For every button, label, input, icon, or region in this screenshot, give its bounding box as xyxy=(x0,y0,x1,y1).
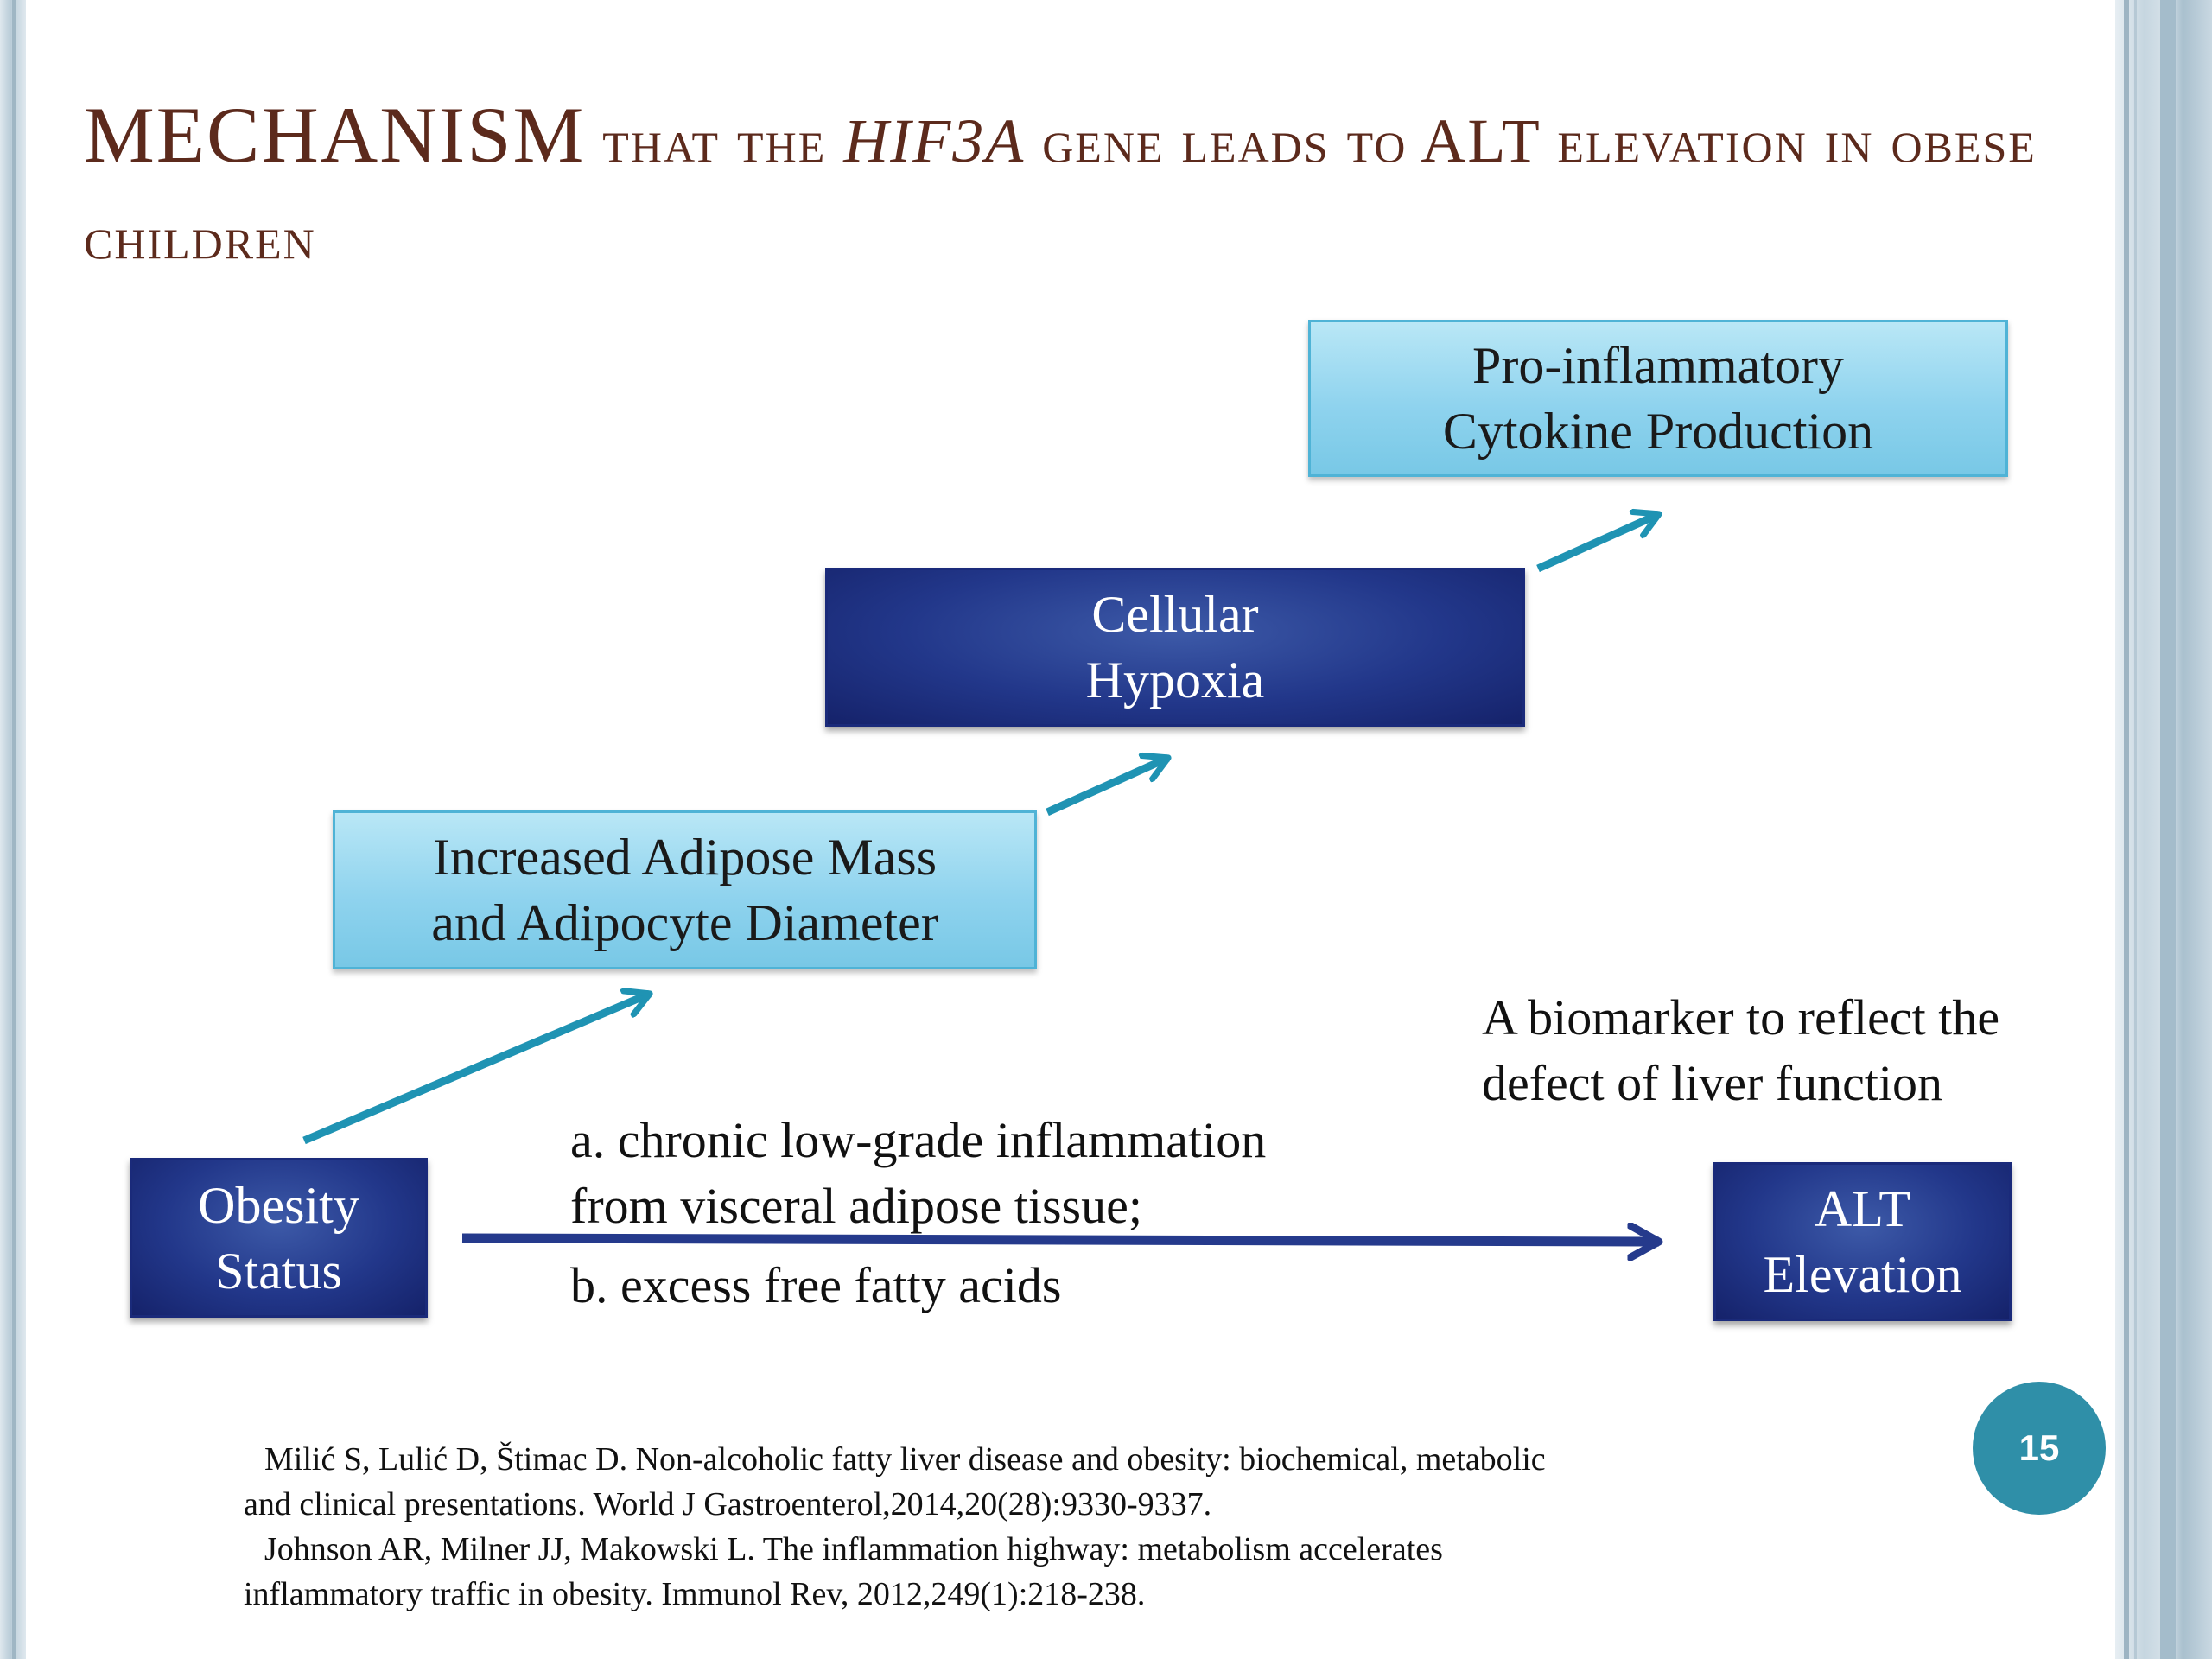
arrow-obesity-to-adipose xyxy=(302,994,650,1145)
title-part-2: that the xyxy=(585,106,844,175)
node-cytokine-label: Pro-inflammatory Cytokine Production xyxy=(1442,337,1874,460)
reference-1-line-2: and clinical presentations. World J Gast… xyxy=(244,1486,1212,1522)
right-frame-border xyxy=(2115,0,2212,1659)
biomarker-line-1: A biomarker to reflect the xyxy=(1482,989,2000,1046)
title-gene: HIF3A xyxy=(843,106,1026,175)
page-number-badge: 15 xyxy=(1973,1382,2106,1515)
slide-title: MECHANISM that the HIF3A gene leads to A… xyxy=(84,86,2071,286)
arrow-hypoxia-to-cytokine xyxy=(1536,514,1659,573)
pathway-b-line: b. excess free fatty acids xyxy=(570,1257,1062,1313)
page-number: 15 xyxy=(2018,1427,2060,1468)
pathway-a-note: a. chronic low-grade inflammation from v… xyxy=(570,1108,1266,1239)
title-part-1: MECHANISM xyxy=(84,91,586,179)
node-adipose-label: Increased Adipose Mass and Adipocyte Dia… xyxy=(431,829,938,951)
reference-2-line-2: inflammatory traffic in obesity. Immunol… xyxy=(244,1576,1146,1612)
reference-1-line-1: Milić S, Lulić D, Štimac D. Non-alcoholi… xyxy=(264,1441,1546,1478)
node-hypoxia-label: Cellular Hypoxia xyxy=(1085,586,1265,709)
left-frame-border xyxy=(0,0,26,1659)
node-alt-label: ALT Elevation xyxy=(1763,1180,1962,1303)
node-increased-adipose: Increased Adipose Mass and Adipocyte Dia… xyxy=(333,810,1037,969)
pathway-b-note: b. excess free fatty acids xyxy=(570,1253,1061,1319)
node-cytokine-production: Pro-inflammatory Cytokine Production xyxy=(1308,320,2008,477)
node-cellular-hypoxia: Cellular Hypoxia xyxy=(825,568,1525,727)
pathway-a-line-1: a. chronic low-grade inflammation xyxy=(570,1112,1267,1168)
node-alt-elevation: ALT Elevation xyxy=(1713,1162,2012,1321)
pathway-a-line-2: from visceral adipose tissue; xyxy=(570,1178,1142,1234)
title-part-3: gene leads to ALT elevation in obese chi… xyxy=(84,106,2037,272)
node-obesity-status: Obesity Status xyxy=(130,1158,428,1318)
biomarker-note: A biomarker to reflect the defect of liv… xyxy=(1482,985,1999,1116)
references: Milić S, Lulić D, Štimac D. Non-alcoholi… xyxy=(244,1437,1958,1617)
node-obesity-label: Obesity Status xyxy=(198,1176,359,1300)
reference-2-line-1: Johnson AR, Milner JJ, Makowski L. The i… xyxy=(264,1531,1443,1567)
arrow-obesity-to-alt xyxy=(461,1238,1659,1242)
biomarker-line-2: defect of liver function xyxy=(1482,1055,1943,1111)
arrow-adipose-to-hypoxia xyxy=(1046,758,1168,817)
